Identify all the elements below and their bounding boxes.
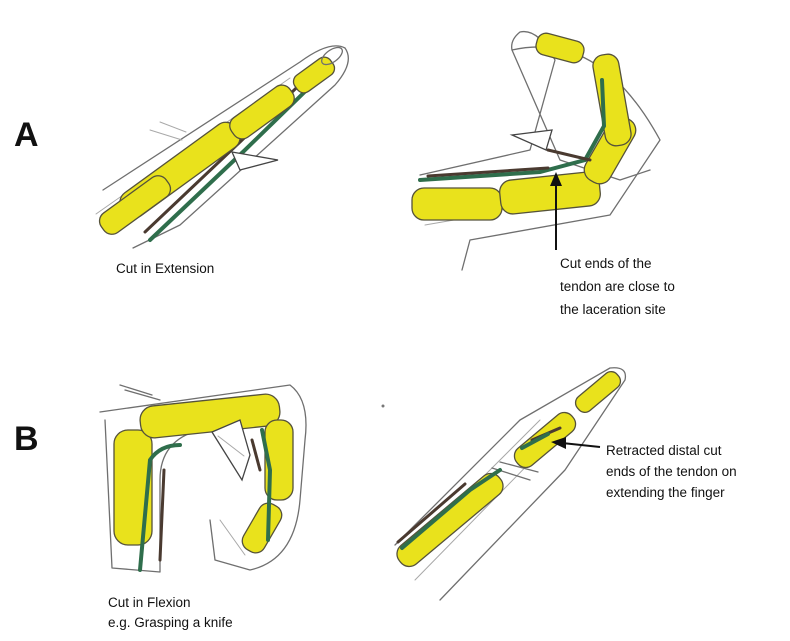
caption-cut-ends-close: Cut ends of the tendon are close to the … — [560, 256, 679, 317]
caption-cut-in-flexion: Cut in Flexion e.g. Grasping a knife — [108, 595, 233, 630]
finger-extension-cut-illustration — [95, 45, 349, 249]
finger-flexed-after-extension-cut-illustration — [411, 30, 661, 271]
finger-extended-retracted-tendon-illustration — [394, 367, 627, 601]
pointer-arrow-retracted-cut-ends — [551, 437, 601, 449]
pointer-arrow-cut-ends-close — [550, 172, 562, 250]
caption-cut-in-extension: Cut in Extension — [116, 261, 214, 276]
caption-retracted-distal-cut-ends: Retracted distal cut ends of the tendon … — [606, 443, 740, 500]
panel-letter-a: A — [14, 116, 39, 154]
panel-letter-b: B — [14, 420, 39, 458]
scan-speck — [381, 404, 385, 408]
finger-flexion-cut-illustration — [99, 384, 307, 573]
